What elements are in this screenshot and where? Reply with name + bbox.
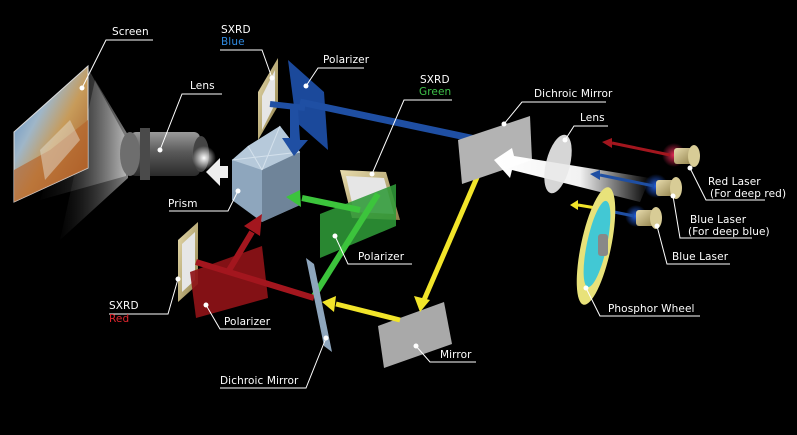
mirror: [378, 302, 452, 368]
projection-lens: [120, 128, 216, 180]
label-red-laser-note: (For deep red): [710, 188, 787, 200]
label-blue-laser-deep: Blue Laser: [690, 214, 747, 226]
phosphor-wheel: [576, 187, 616, 305]
label-sxrd-red: SXRD: [109, 300, 139, 312]
yellow-arrow-left-head: [322, 296, 336, 312]
label-phosphor-wheel: Phosphor Wheel: [608, 303, 695, 315]
green-beam-from-mirror: [311, 192, 381, 298]
white-beam-prism-to-lens: [206, 158, 228, 186]
label-blue-laser-deep-note: (For deep blue): [688, 226, 770, 238]
label-polarizer-blue: Polarizer: [323, 54, 370, 66]
label-polarizer-red: Polarizer: [224, 316, 271, 328]
yellow-arrow-down-head: [414, 296, 430, 312]
label-lens-projection: Lens: [190, 80, 215, 92]
white-beam-main: [494, 148, 650, 202]
prism: [231, 125, 301, 222]
blue-beam-to-panel: [269, 101, 306, 111]
red-arrow-head: [244, 214, 262, 236]
dichroic-mirror-bottom: [306, 258, 332, 352]
label-prism: Prism: [168, 198, 198, 210]
leader-dots: [79, 75, 693, 349]
label-sxrd-green-color: Green: [419, 86, 452, 98]
label-blue-laser: Blue Laser: [672, 251, 729, 263]
label-sxrd-green: SXRD: [420, 74, 450, 86]
label-red-laser: Red Laser: [708, 176, 761, 188]
label-screen: Screen: [112, 26, 149, 38]
label-lens-condenser: Lens: [580, 112, 605, 124]
blue-laser-deep: [590, 170, 682, 199]
blue-beam-down-arrow: [282, 108, 308, 156]
label-dichroic-mirror-bottom: Dichroic Mirror: [220, 375, 299, 387]
label-dichroic-mirror-top: Dichroic Mirror: [534, 88, 613, 100]
polarizer-red: [190, 246, 268, 318]
yellow-arrow-wheel-head: [570, 200, 578, 210]
sxrd-blue-panel: [258, 58, 278, 140]
label-mirror: Mirror: [440, 349, 472, 361]
dichroic-mirror-top: [458, 116, 532, 184]
screen: [13, 64, 89, 203]
red-beam-from-mirror: [195, 259, 315, 301]
blue-laser: [603, 205, 662, 229]
label-polarizer-green: Polarizer: [358, 251, 405, 263]
leader-lines: [81, 39, 765, 389]
label-sxrd-blue: SXRD: [221, 24, 251, 36]
red-beam-up: [225, 230, 255, 274]
yellow-beam-left: [335, 301, 401, 323]
green-arrow-head: [286, 190, 301, 207]
label-sxrd-red-color: Red: [109, 313, 130, 325]
green-beam-to-prism: [301, 195, 361, 213]
condenser-lens: [544, 134, 572, 194]
blue-beam-main: [299, 98, 481, 144]
label-sxrd-blue-color: Blue: [221, 36, 245, 48]
red-laser: [602, 138, 700, 167]
